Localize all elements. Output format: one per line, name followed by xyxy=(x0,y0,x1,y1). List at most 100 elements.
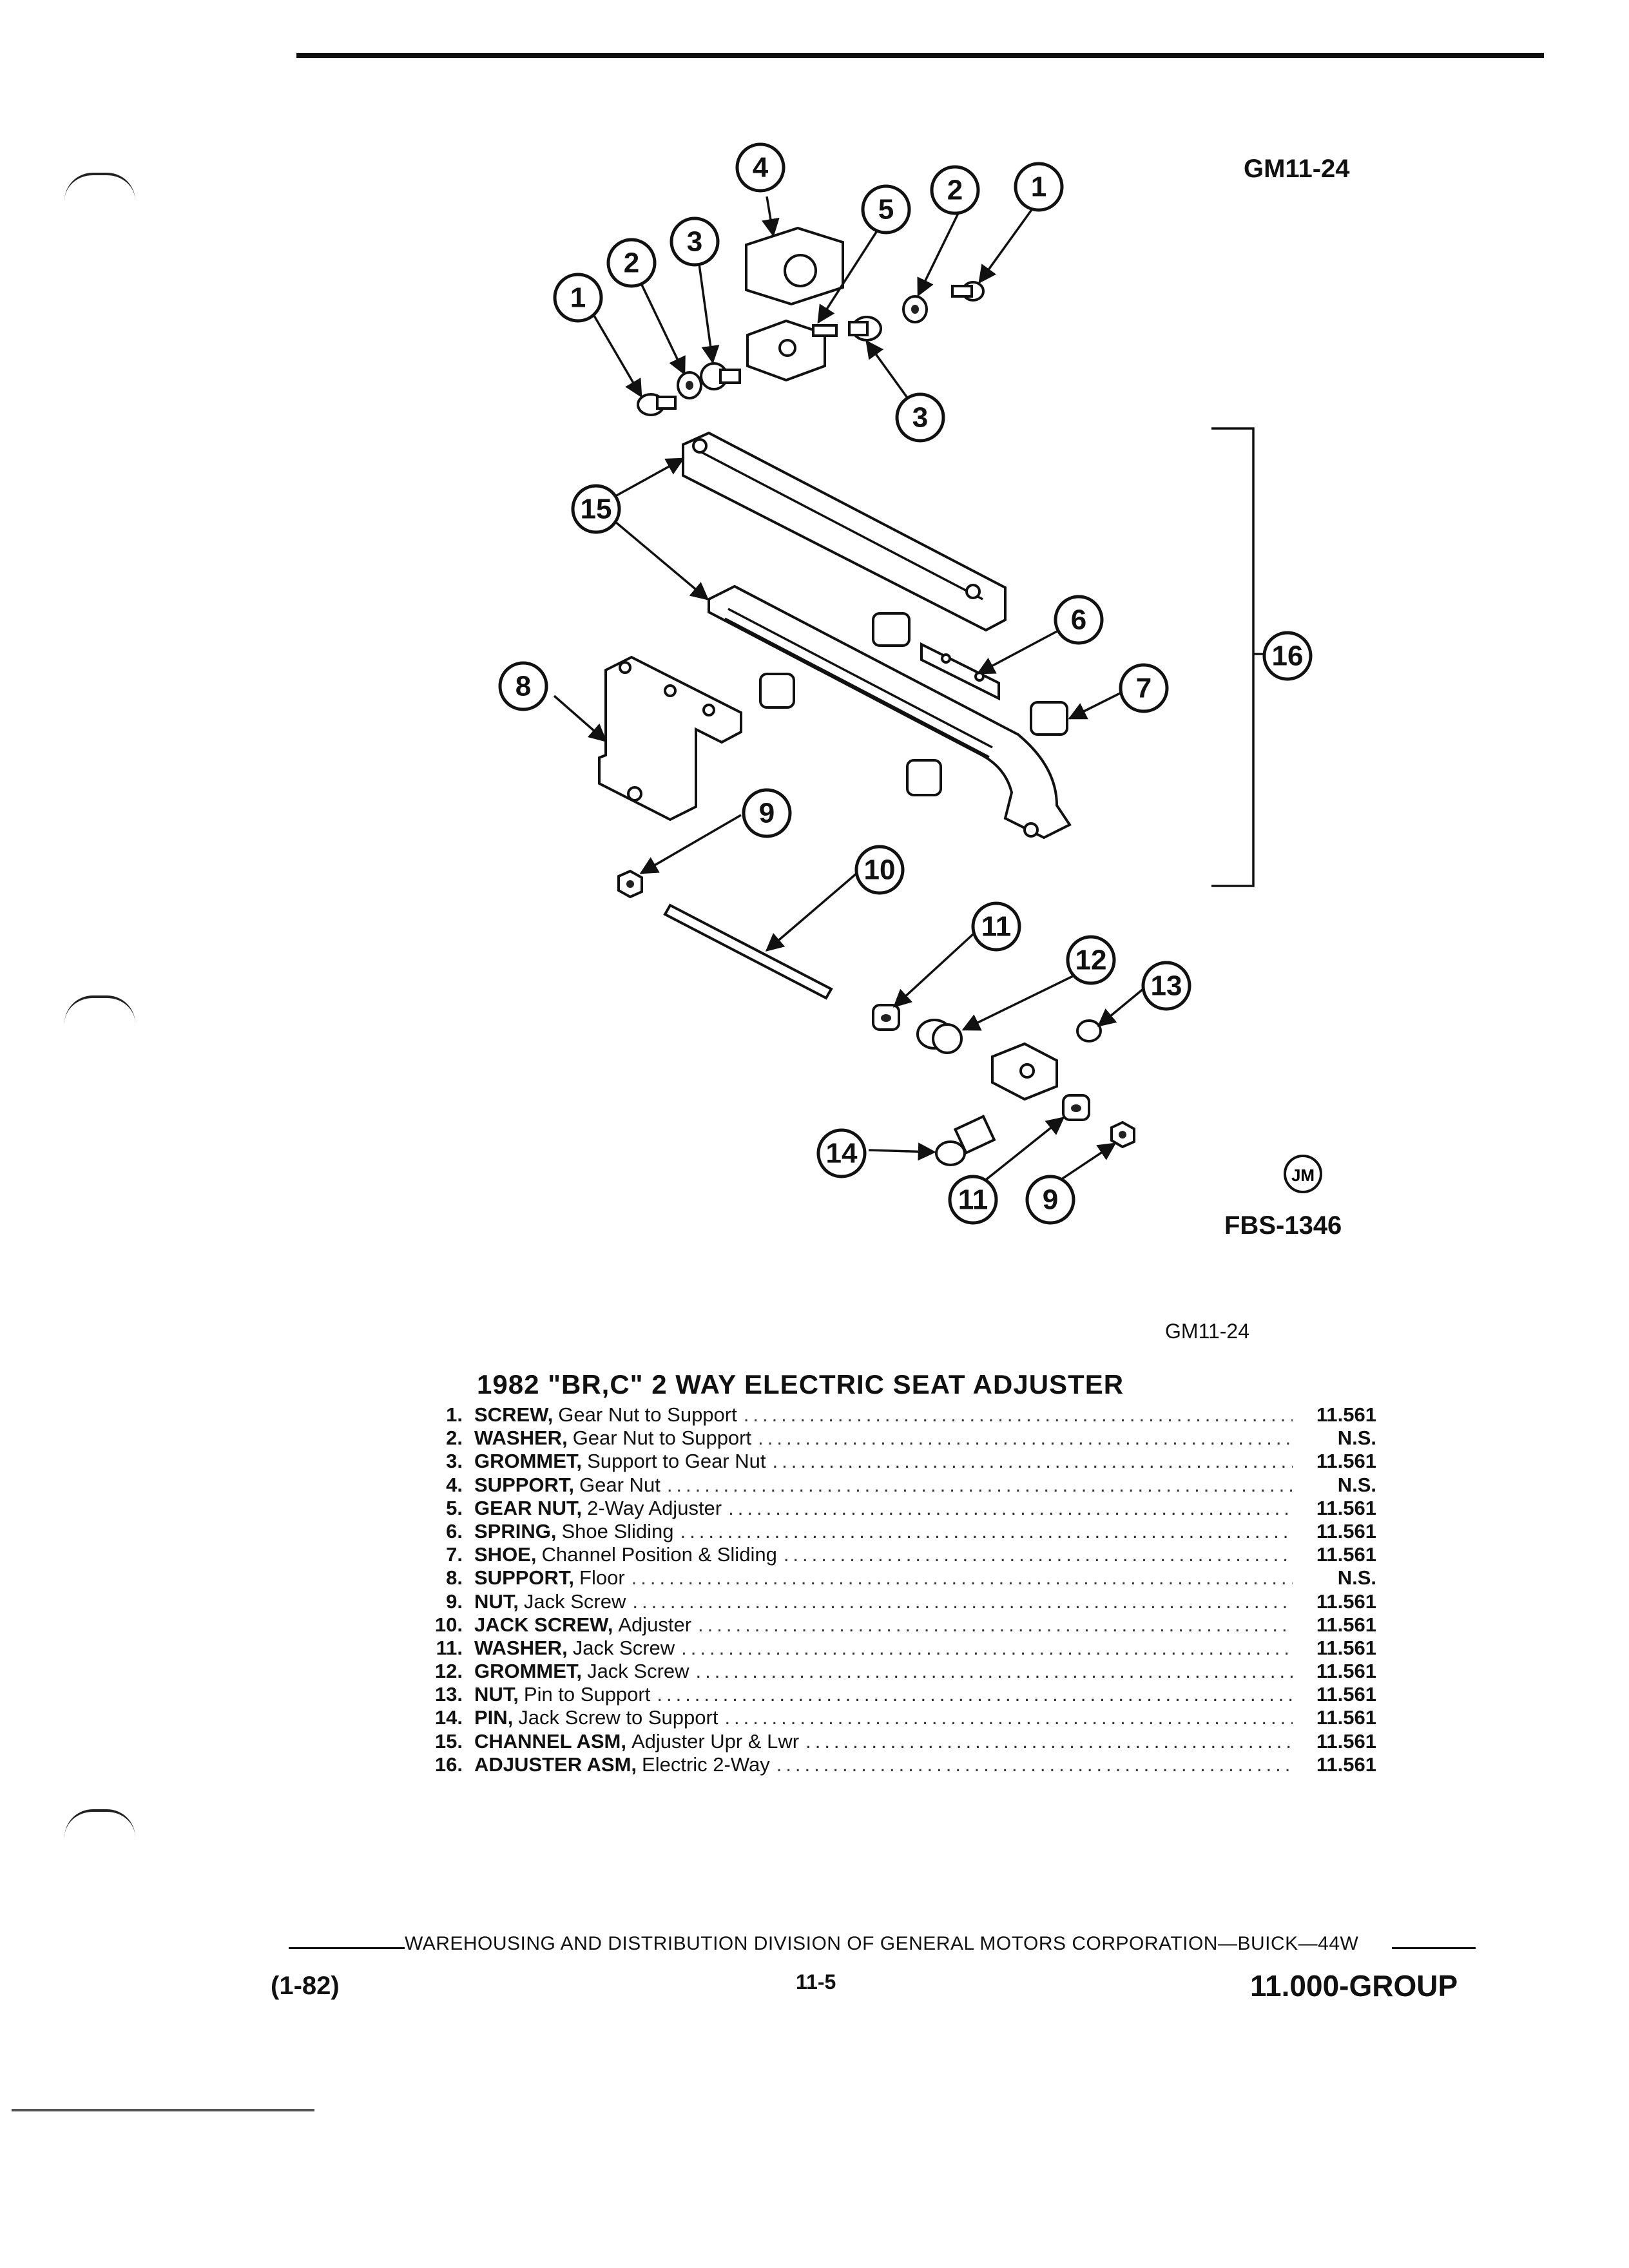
part-grommet-jack xyxy=(916,1019,963,1054)
part-grommet-left xyxy=(700,362,741,390)
dot-leader: ........................................… xyxy=(681,1636,1293,1659)
part-name: JACK SCREW, xyxy=(474,1613,613,1636)
part-name: NUT, xyxy=(474,1590,519,1613)
dot-leader: ........................................… xyxy=(805,1729,1293,1753)
part-number: 10. xyxy=(434,1613,463,1636)
part-number: 5. xyxy=(446,1496,463,1519)
part-number: 1. xyxy=(446,1403,463,1426)
part-description: Adjuster Upr & Lwr xyxy=(631,1729,800,1753)
part-number: 11. xyxy=(436,1636,463,1659)
callout-number: 9 xyxy=(1043,1184,1058,1216)
dot-leader: ........................................… xyxy=(743,1403,1293,1426)
callout-number: 16 xyxy=(1272,640,1304,672)
dot-leader: ........................................… xyxy=(631,1566,1293,1590)
part-washer-left xyxy=(677,371,702,399)
section-code: GM11-24 xyxy=(1165,1320,1250,1343)
top-rule xyxy=(296,53,1544,58)
part-group-ref: 11.561 xyxy=(1316,1450,1376,1473)
part-floor-support xyxy=(598,655,742,822)
exploded-diagram: 1 2 3 4 5 2 1 3 15 6 16 7 8 9 10 11 12 1… xyxy=(498,142,1322,1225)
part-group-ref: 11.561 xyxy=(1316,1660,1376,1683)
part-screw-left xyxy=(637,393,677,416)
callout-number: 2 xyxy=(947,175,963,206)
part-washer-right xyxy=(902,295,928,323)
callout-number: 3 xyxy=(912,402,928,434)
dot-leader: ........................................… xyxy=(657,1683,1293,1706)
part-description: Gear Nut xyxy=(579,1473,660,1496)
part-number: 7. xyxy=(446,1543,463,1566)
part-number: 6. xyxy=(446,1519,463,1542)
part-name: SPRING, xyxy=(474,1519,557,1542)
dot-leader: ........................................… xyxy=(695,1660,1293,1683)
callout-number: 1 xyxy=(570,282,586,314)
part-name: SUPPORT, xyxy=(474,1566,575,1590)
part-grommet-right xyxy=(848,316,882,341)
assembly-bracket xyxy=(1211,427,1255,887)
footer-text: WAREHOUSING AND DISTRIBUTION DIVISION OF… xyxy=(405,1933,1359,1954)
parts-list-row: 11.WASHER,Jack Screw....................… xyxy=(423,1637,1376,1660)
callout-number: 4 xyxy=(753,152,769,184)
callout-balloons: 1 2 3 4 5 2 1 3 15 6 16 7 8 9 10 11 12 1… xyxy=(498,142,1313,1225)
dot-leader: ........................................… xyxy=(698,1613,1293,1636)
parts-list-row: 12.GROMMET,Jack Screw...................… xyxy=(423,1660,1376,1683)
callout-number: 7 xyxy=(1136,673,1152,704)
part-group-ref: 11.561 xyxy=(1316,1543,1376,1566)
callout-number: 6 xyxy=(1071,604,1086,636)
callout-number: 1 xyxy=(1031,171,1046,203)
parts-list-row: 14.PIN,Jack Screw to Support............… xyxy=(423,1706,1376,1729)
part-washer-jack xyxy=(872,1004,1090,1121)
part-description: Gear Nut to Support xyxy=(572,1427,752,1450)
part-name: SHOE, xyxy=(474,1543,537,1566)
part-shoe xyxy=(759,612,1068,796)
part-pin xyxy=(935,1115,996,1166)
footer-rule-right xyxy=(1392,1947,1476,1949)
parts-list-row: 1.SCREW,Gear Nut to Support.............… xyxy=(423,1403,1376,1427)
part-channel-upper xyxy=(682,431,1007,632)
jm-logo: JM xyxy=(1284,1155,1322,1193)
dot-leader: ........................................… xyxy=(728,1496,1293,1519)
part-group-ref: 11.561 xyxy=(1316,1729,1376,1753)
part-nut-left xyxy=(617,869,643,899)
callout-number: 14 xyxy=(826,1138,858,1169)
part-screw-right xyxy=(951,281,985,302)
parts-list-row: 10. JACK SCREW,Adjuster..................… xyxy=(423,1613,1376,1637)
part-description: Support to Gear Nut xyxy=(587,1450,766,1473)
parts-list-row: 8. SUPPORT,Floor.........................… xyxy=(423,1566,1376,1590)
binder-mark xyxy=(64,995,135,1024)
part-description: Shoe Sliding xyxy=(561,1519,674,1542)
part-name: SUPPORT, xyxy=(474,1473,575,1496)
parts-list-row: 16.ADJUSTER ASM,Electric 2-Way..........… xyxy=(423,1753,1376,1776)
part-channel-lower xyxy=(708,584,1072,840)
part-gear-nut xyxy=(746,319,838,382)
dot-leader: ........................................… xyxy=(666,1473,1293,1496)
part-number: 8. xyxy=(446,1566,463,1590)
part-description: 2-Way Adjuster xyxy=(587,1496,722,1519)
part-description: Jack Screw to Support xyxy=(518,1706,718,1729)
dot-leader: ........................................… xyxy=(783,1543,1293,1566)
part-name: GEAR NUT, xyxy=(474,1496,583,1519)
part-group-ref: 11.561 xyxy=(1316,1590,1376,1613)
parts-list-row: 3. GROMMET,Support to Gear Nut...........… xyxy=(423,1450,1376,1473)
dot-leader: ........................................… xyxy=(772,1450,1293,1473)
part-name: CHANNEL ASM, xyxy=(474,1729,626,1753)
part-number: 3. xyxy=(446,1450,463,1473)
part-name: PIN, xyxy=(474,1706,514,1729)
part-description: Channel Position & Sliding xyxy=(541,1543,777,1566)
dot-leader: ........................................… xyxy=(758,1427,1293,1450)
part-group-ref: 11.561 xyxy=(1316,1519,1376,1542)
part-description: Floor xyxy=(579,1566,625,1590)
callout-number: 11 xyxy=(981,911,1012,943)
part-group-ref: 11.561 xyxy=(1316,1683,1376,1706)
callout-number: 5 xyxy=(878,194,894,226)
part-name: GROMMET, xyxy=(474,1450,583,1473)
callout-number: 15 xyxy=(581,494,612,525)
part-description: Electric 2-Way xyxy=(642,1753,770,1776)
part-pin-support xyxy=(991,1042,1058,1101)
figure-code: GM11-24 xyxy=(1244,155,1350,183)
bottom-rule xyxy=(12,2109,314,2111)
callout-number: 9 xyxy=(759,798,775,829)
group-number: 11.000-GROUP xyxy=(1250,1969,1458,2003)
callout-number: 3 xyxy=(687,226,702,258)
part-description: Adjuster xyxy=(618,1613,692,1636)
binder-mark xyxy=(64,173,135,201)
